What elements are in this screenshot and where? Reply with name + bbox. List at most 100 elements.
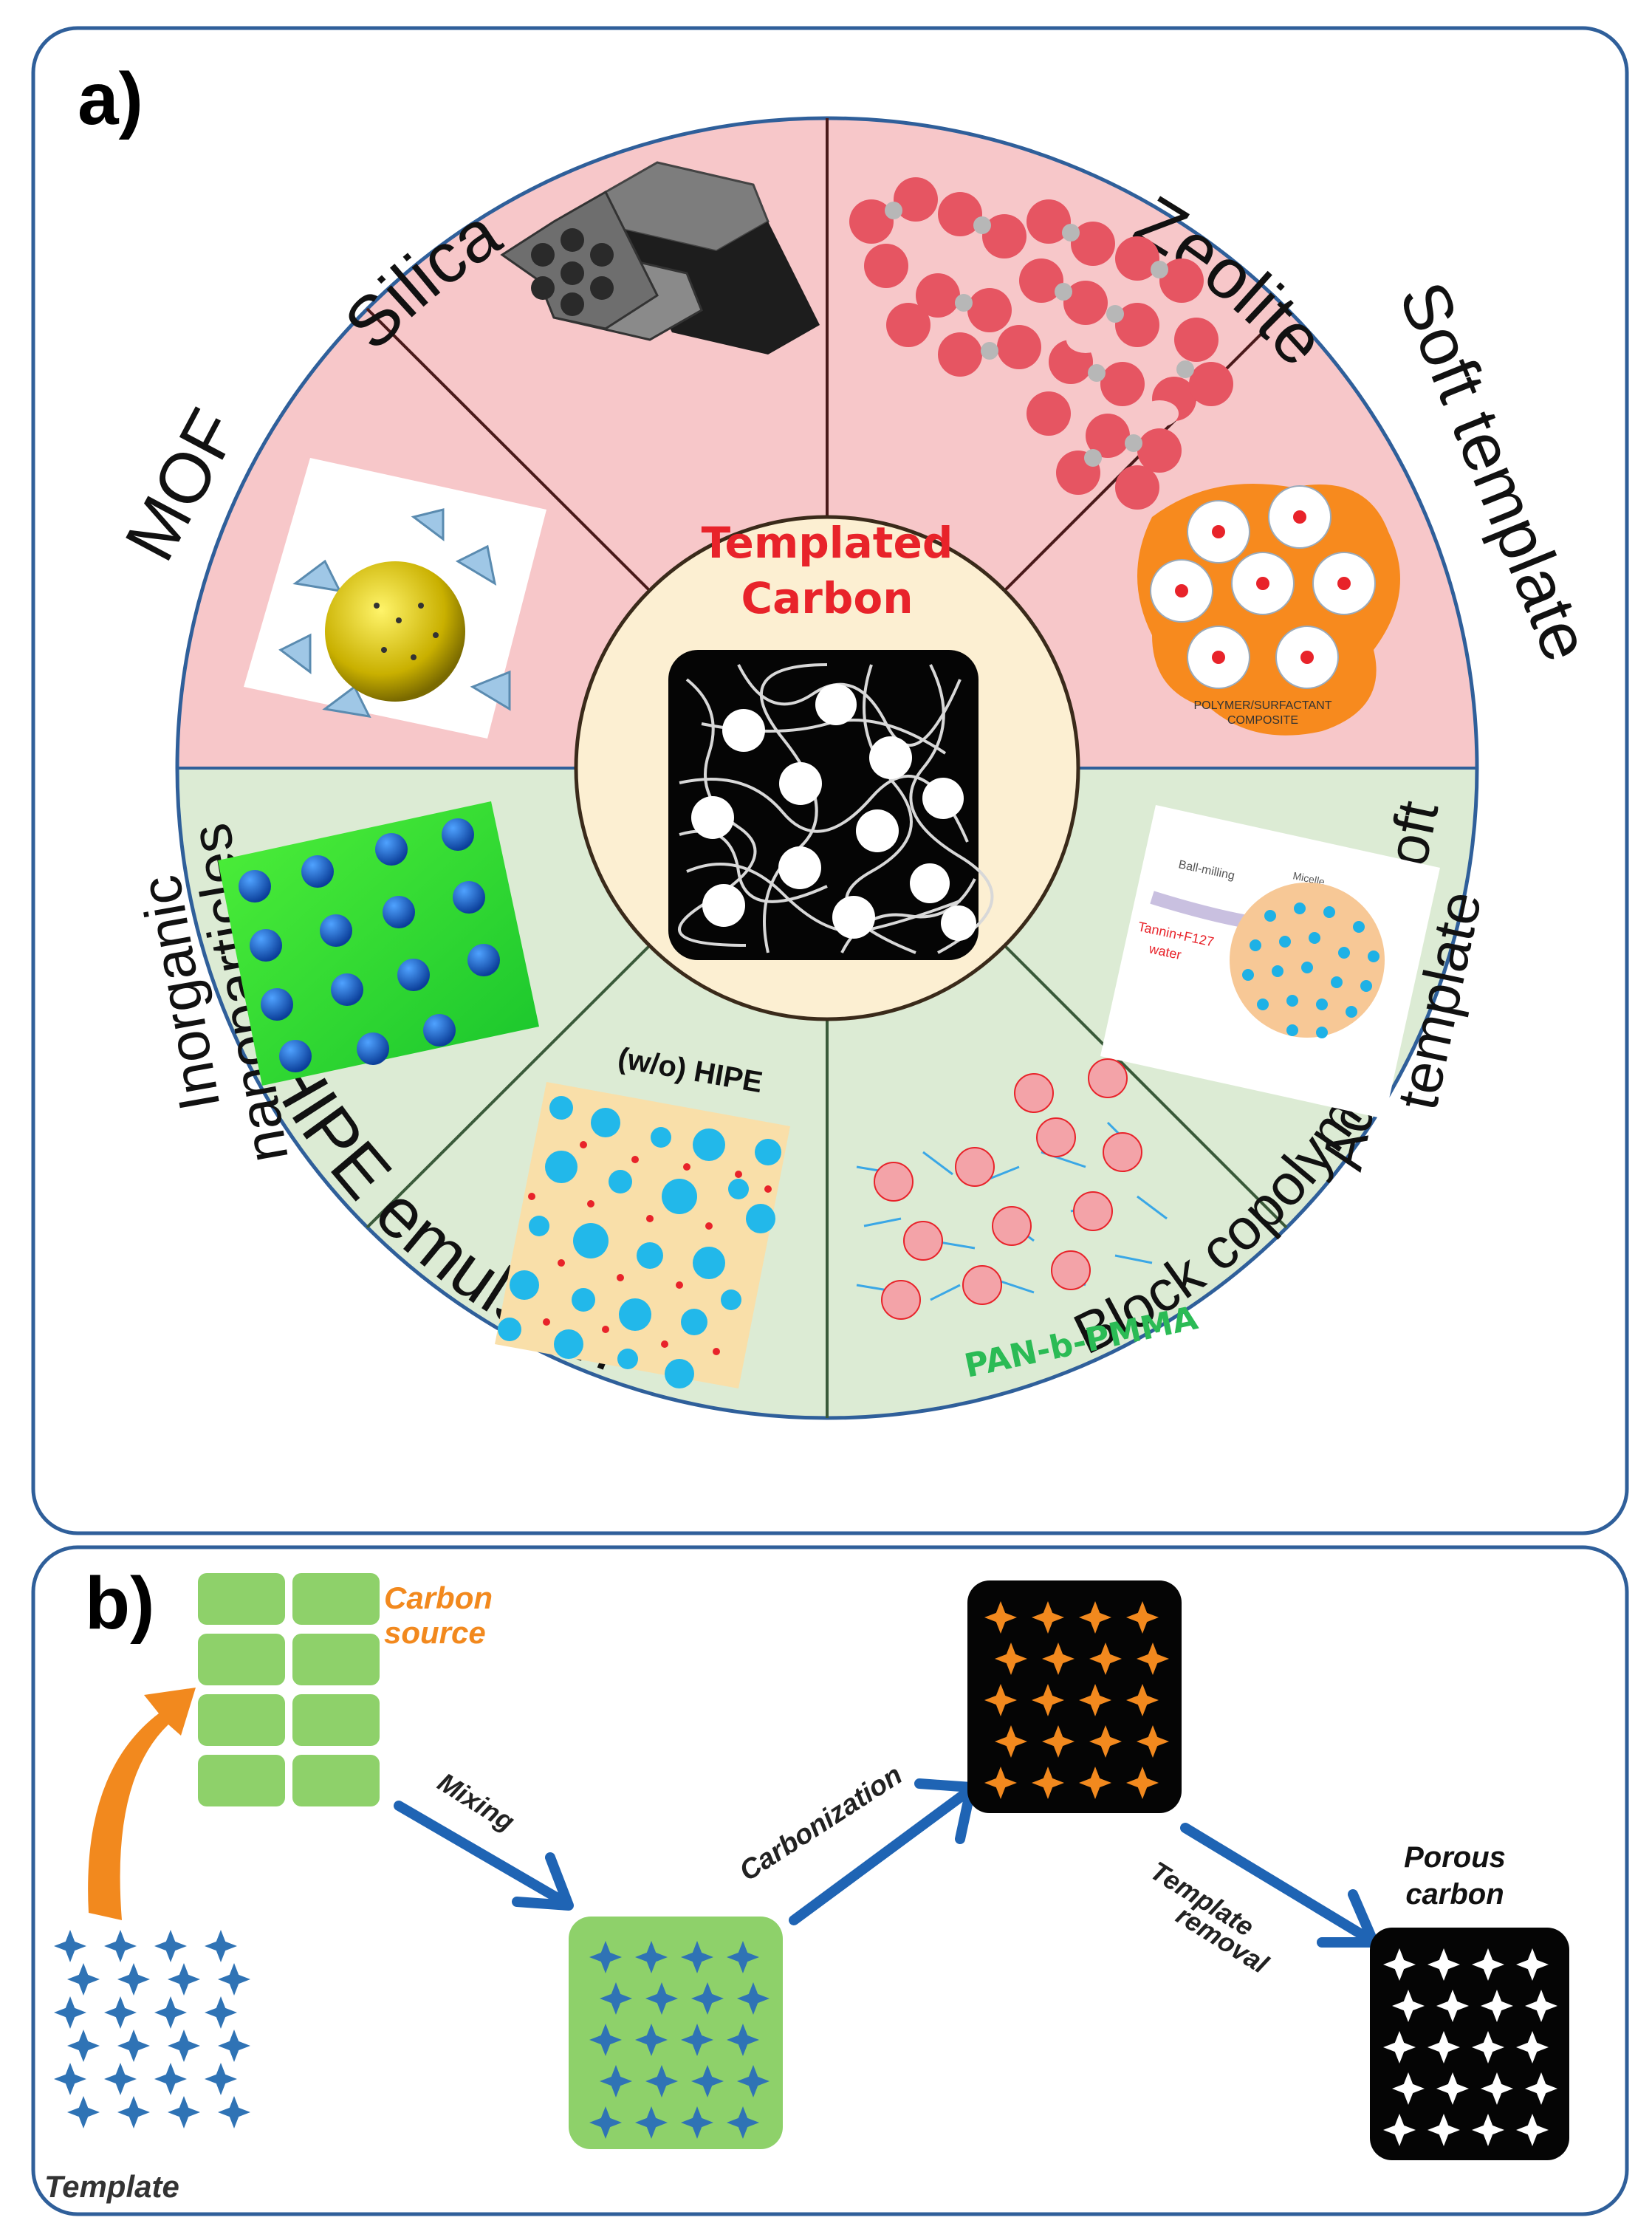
advanced-soft-template-image: Ball-milling Tannin+F127 water Micelle: [1100, 805, 1440, 1119]
star-glyph: [168, 2096, 200, 2128]
star-glyph: [1042, 1725, 1075, 1758]
star-glyph: [1516, 2031, 1549, 2063]
templated-carbon-image: [668, 650, 994, 960]
star-glyph: [1032, 1684, 1064, 1716]
star-glyph: [1516, 1948, 1549, 1981]
star-glyph: [589, 2024, 622, 2056]
star-glyph: [117, 1963, 150, 1996]
star-glyph: [168, 1963, 200, 1996]
star-glyph: [1383, 2031, 1416, 2063]
star-glyph: [1436, 1990, 1469, 2022]
porous-carbon-line2: carbon: [1405, 1878, 1504, 1911]
star-glyph: [218, 2096, 250, 2128]
star-glyph: [104, 2063, 137, 2095]
star-glyph: [681, 2024, 713, 2056]
carbon-source-line2: source: [384, 1615, 486, 1650]
star-glyph: [984, 1767, 1017, 1799]
star-glyph: [218, 2030, 250, 2062]
star-glyph: [1383, 2114, 1416, 2146]
star-glyph: [727, 2024, 759, 2056]
star-glyph: [600, 1982, 632, 2015]
carbonized-stars: [984, 1601, 1169, 1799]
mixed-stars: [589, 1941, 770, 2139]
star-glyph: [1089, 1725, 1122, 1758]
star-glyph: [1392, 1990, 1425, 2022]
star-glyph: [1436, 2072, 1469, 2105]
panel-b-label: b): [85, 1562, 154, 1645]
star-glyph: [1137, 1643, 1169, 1675]
star-glyph: [645, 1982, 678, 2015]
carbon-source-line1: Carbon: [384, 1580, 493, 1615]
star-glyph: [1472, 2031, 1504, 2063]
star-glyph: [67, 1963, 100, 1996]
star-glyph: [691, 1982, 724, 2015]
star-glyph: [984, 1684, 1017, 1716]
star-glyph: [681, 2106, 713, 2139]
star-glyph: [635, 2024, 668, 2056]
star-glyph: [737, 2065, 770, 2097]
star-glyph: [1472, 1948, 1504, 1981]
star-glyph: [1126, 1767, 1159, 1799]
star-glyph: [1481, 2072, 1513, 2105]
soft-template-caption-line1: POLYMER/SURFACTANT: [1194, 699, 1332, 712]
star-glyph: [104, 1930, 137, 1962]
star-glyph: [154, 1996, 187, 2029]
star-glyph: [681, 1941, 713, 1973]
star-glyph: [1126, 1601, 1159, 1634]
star-glyph: [1126, 1684, 1159, 1716]
center-title-line2: Carbon: [741, 573, 914, 623]
star-glyph: [1089, 1643, 1122, 1675]
template-label: Template: [44, 2169, 179, 2204]
star-glyph: [1427, 2031, 1460, 2063]
star-glyph: [1427, 1948, 1460, 1981]
soft-template-caption-line2: COMPOSITE: [1227, 714, 1298, 727]
center-title-line1: Templated: [702, 518, 953, 568]
star-glyph: [984, 1601, 1017, 1634]
silica-image: [500, 161, 820, 355]
star-glyph: [645, 2065, 678, 2097]
carbon-source-blocks: [198, 1573, 380, 1806]
star-glyph: [154, 1930, 187, 1962]
star-glyph: [1137, 1725, 1169, 1758]
star-glyph: [54, 2063, 86, 2095]
inorganic-nanoparticles-image: [218, 801, 539, 1086]
mof-image: [244, 458, 546, 739]
template-stars: [54, 1930, 250, 2128]
star-glyph: [1079, 1767, 1111, 1799]
star-glyph: [600, 2065, 632, 2097]
porous-carbon: [1370, 1928, 1569, 2160]
mixed-composite: [569, 1917, 783, 2149]
porous-stars: [1383, 1948, 1557, 2146]
porous-carbon-line1: Porous: [1404, 1841, 1506, 1874]
star-glyph: [1427, 2114, 1460, 2146]
star-glyph: [1032, 1601, 1064, 1634]
star-glyph: [727, 2106, 759, 2139]
star-glyph: [1525, 2072, 1557, 2105]
carbonized-composite: [967, 1580, 1182, 1813]
star-glyph: [1472, 2114, 1504, 2146]
star-glyph: [205, 1930, 237, 1962]
star-glyph: [589, 1941, 622, 1973]
panel-a-label: a): [78, 58, 143, 140]
star-glyph: [67, 2030, 100, 2062]
panel-b-frame: [31, 1545, 1629, 2216]
star-glyph: [1383, 1948, 1416, 1981]
star-glyph: [205, 2063, 237, 2095]
star-glyph: [1525, 1990, 1557, 2022]
star-glyph: [1516, 2114, 1549, 2146]
star-glyph: [205, 1996, 237, 2029]
star-glyph: [117, 2030, 150, 2062]
star-glyph: [1392, 2072, 1425, 2105]
star-glyph: [589, 2106, 622, 2139]
star-glyph: [1481, 1990, 1513, 2022]
mixing-arrow: [394, 1801, 574, 1911]
star-glyph: [635, 1941, 668, 1973]
star-glyph: [67, 2096, 100, 2128]
star-glyph: [635, 2106, 668, 2139]
star-glyph: [54, 1996, 86, 2029]
star-glyph: [1032, 1767, 1064, 1799]
orange-curved-arrow: [88, 1688, 196, 1920]
star-glyph: [1079, 1601, 1111, 1634]
star-glyph: [995, 1643, 1027, 1675]
star-glyph: [995, 1725, 1027, 1758]
